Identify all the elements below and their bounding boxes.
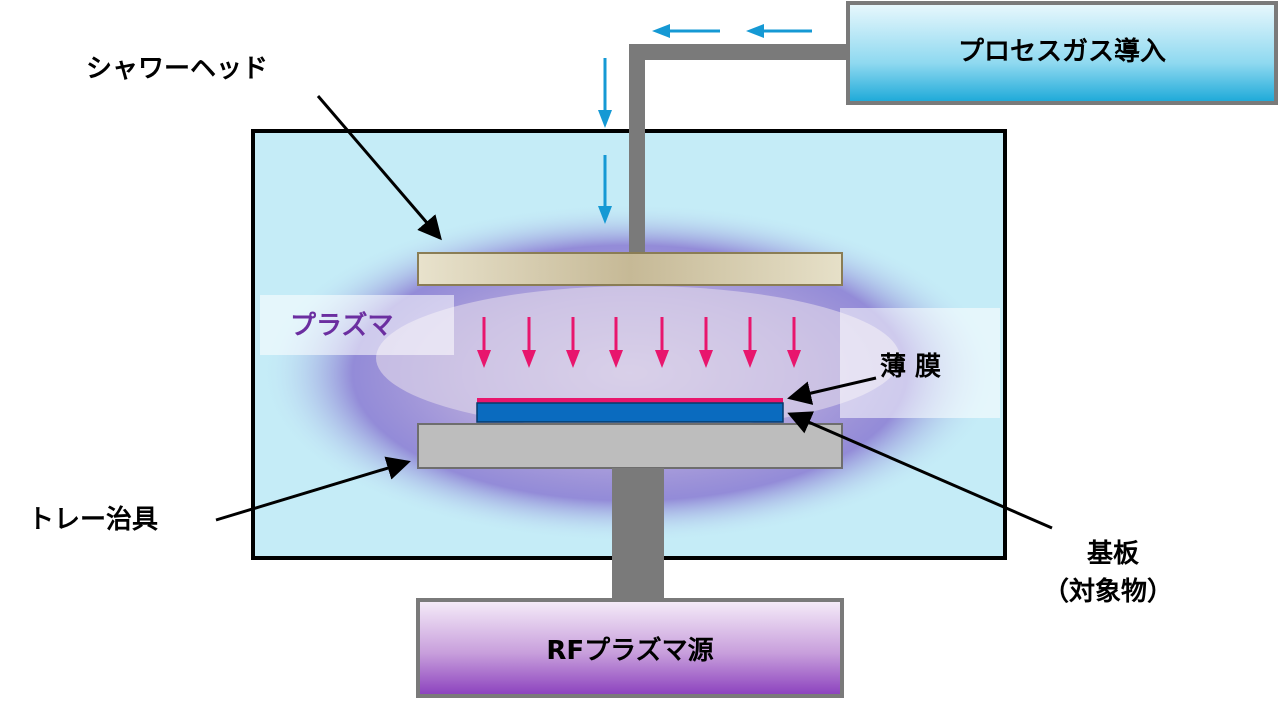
thin-film: [477, 398, 783, 403]
gas-inlet-box: [846, 1, 1278, 105]
showerhead-leader: [316, 95, 442, 241]
substrate: [476, 402, 784, 423]
gas-pipe-corner: [629, 44, 645, 60]
thin-film-label: 薄 膜: [880, 352, 941, 382]
rf-source-label: RFプラズマ源: [546, 635, 713, 666]
film-label-backdrop: [840, 308, 1000, 418]
tray-stem: [612, 468, 664, 600]
showerhead: [417, 252, 843, 286]
plasma-label-backdrop: [260, 295, 454, 355]
gas-inlet-label: プロセスガス導入: [958, 36, 1166, 67]
thin-film-leader: [787, 376, 877, 405]
rf-source-box: [416, 598, 844, 698]
substrate-label: 基板: [1087, 539, 1139, 569]
substrate-note-label: （対象物）: [1043, 576, 1173, 607]
plasma-core: [376, 286, 900, 430]
gas-flow-arrows-horizontal: [652, 24, 812, 38]
tray-jig: [417, 423, 843, 469]
tray-jig-leader: [215, 456, 411, 522]
gas-flow-arrows-vertical: [598, 58, 612, 224]
tray-jig-label: トレー治具: [28, 505, 158, 535]
plasma-label: プラズマ: [290, 310, 393, 341]
substrate-leader: [787, 411, 1053, 530]
deposition-arrows: [477, 317, 801, 368]
showerhead-label: シャワーヘッド: [86, 54, 268, 84]
